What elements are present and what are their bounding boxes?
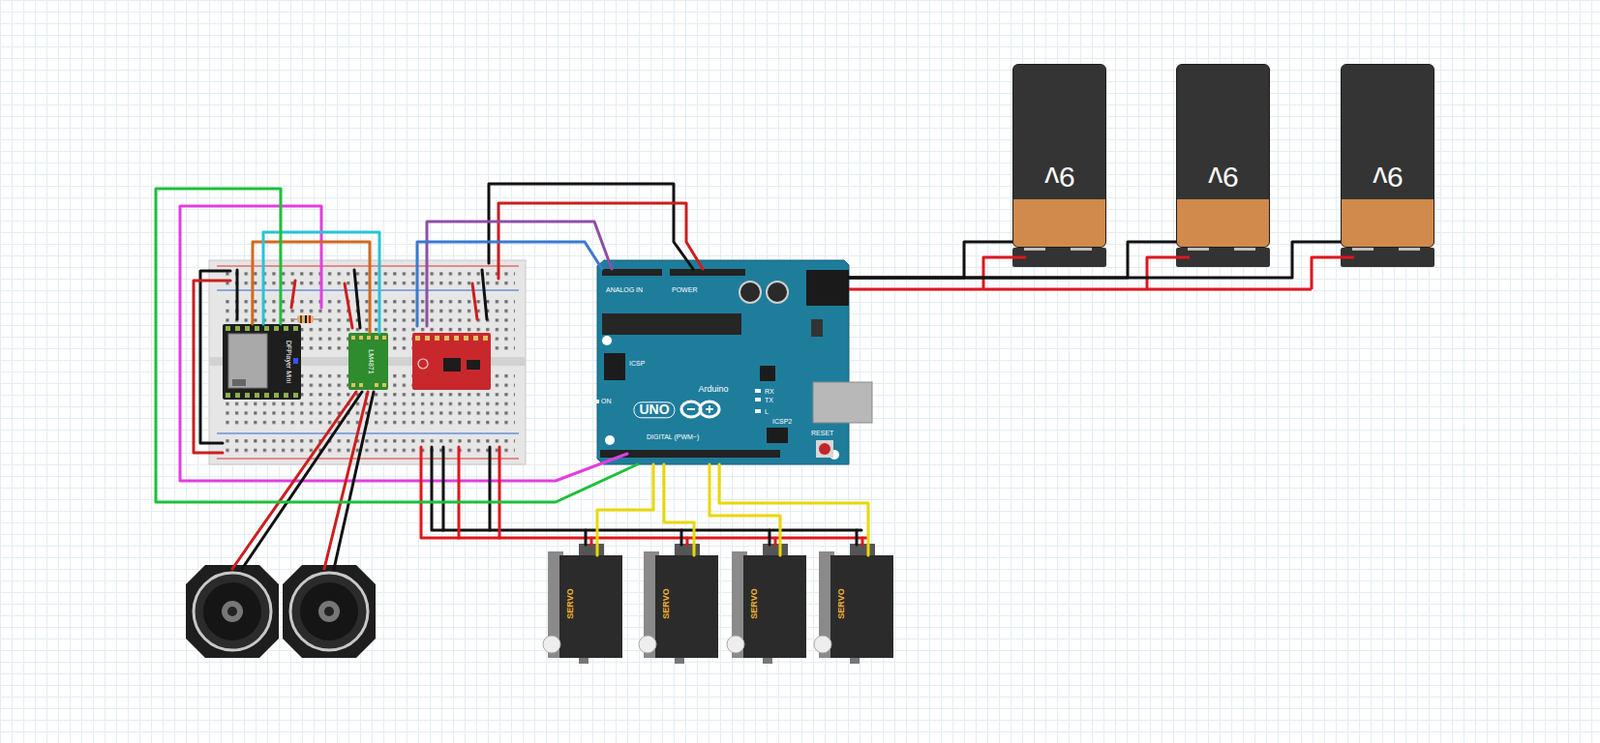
servo-label: SERVO: [750, 588, 760, 619]
servo-motor: SERVO: [731, 555, 807, 659]
led: [754, 397, 761, 402]
icsp-header: [766, 427, 788, 444]
pin-label: ICSP: [629, 360, 645, 368]
resistor-symbol: [290, 315, 322, 324]
pin-label: ON: [601, 397, 612, 406]
pin-label: L: [764, 408, 769, 417]
reset-button: [815, 440, 834, 458]
servo-label: SERVO: [566, 588, 576, 619]
speakers: [185, 565, 376, 659]
arduino-board: UNO Arduino: [597, 260, 849, 465]
power-rail-line: [216, 433, 519, 435]
wire-connector: [719, 464, 869, 556]
amp-body: [348, 332, 389, 391]
logo-mark: [418, 359, 428, 369]
battery-red-wires: [848, 257, 1355, 290]
wire-connector: [664, 464, 695, 556]
usb-port: [813, 382, 873, 423]
capacitor: [766, 281, 788, 303]
servo-label: SERVO: [662, 588, 672, 619]
breadboard: [209, 260, 526, 465]
arduino-logo: [699, 401, 720, 418]
led: [293, 358, 299, 364]
loose-wires: [180, 183, 867, 570]
module-label: LM4871: [366, 349, 375, 374]
battery-voltage: 9v: [1372, 161, 1404, 194]
servo-label: SERVO: [837, 588, 847, 619]
sd-card: [232, 379, 246, 387]
servo-drawings: [543, 543, 894, 665]
mount-hole: [602, 335, 612, 346]
arduino-logo: [708, 405, 711, 414]
pin-label: RX: [764, 388, 775, 396]
pin-label: ANALOG IN: [605, 286, 643, 295]
amplifier-drawing: [348, 332, 389, 391]
pin-row: [351, 335, 387, 388]
sensor-chip: [443, 358, 461, 372]
board-brand: Arduino: [697, 385, 728, 395]
pin-label: ICSP2: [772, 418, 792, 426]
amplifier-module: LM4871: [348, 332, 389, 391]
hole-grid: [220, 271, 515, 288]
sensor-board-drawing: [412, 332, 491, 391]
servo-motor: SERVO: [547, 555, 623, 659]
battery-clips: [1012, 241, 1435, 268]
board-model: UNO: [633, 401, 675, 419]
power-rail-line: [216, 458, 519, 460]
led: [754, 409, 761, 414]
regulator: [811, 319, 823, 337]
wire-connector: [848, 241, 1341, 278]
mount-hole: [604, 435, 615, 446]
wire-connector: [848, 241, 1013, 278]
led: [592, 399, 600, 404]
module-label: DFPlayer Mini: [284, 340, 293, 384]
breadboard-body: [209, 260, 526, 465]
pin-label: TX: [764, 396, 774, 405]
module-body: [222, 324, 302, 400]
pin-row: [415, 335, 488, 341]
power-jack: [806, 270, 849, 306]
dfplayer-module: DFPlayer Mini: [222, 324, 302, 400]
battery: 9v: [1176, 63, 1270, 248]
sensor-body: [412, 332, 491, 391]
reset-button-cap: [818, 443, 831, 455]
servo-motor: SERVO: [818, 555, 894, 659]
pin-row: [225, 326, 299, 398]
microcontroller-chip: [602, 313, 742, 335]
dfplayer-drawing: [222, 324, 302, 400]
led: [754, 389, 761, 393]
battery: 9v: [1012, 63, 1107, 248]
battery-voltage: 9v: [1044, 161, 1076, 194]
pin-label: POWER: [671, 286, 697, 295]
sd-slot: [228, 333, 268, 389]
chip: [759, 365, 776, 382]
arduino-drawing: [592, 260, 873, 465]
sensor-chip: [466, 360, 481, 370]
hole-grid: [220, 437, 515, 456]
servo-motor: SERVO: [643, 555, 719, 659]
arduino-logo: [687, 408, 695, 411]
board-body: [597, 260, 849, 465]
pin-header: [669, 269, 746, 276]
pin-label: DIGITAL (PWM~): [646, 433, 699, 442]
battery-voltage: 9v: [1207, 161, 1239, 194]
wire-connector: [597, 464, 654, 556]
pin-label: RESET: [811, 429, 834, 438]
icsp-header: [603, 353, 626, 381]
wire-connector: [155, 188, 638, 503]
battery: 9v: [1340, 63, 1435, 248]
wire-connector: [848, 241, 1177, 278]
wire-connector: [252, 241, 370, 333]
capacitor: [739, 281, 761, 303]
arduino-logo: [681, 401, 701, 418]
